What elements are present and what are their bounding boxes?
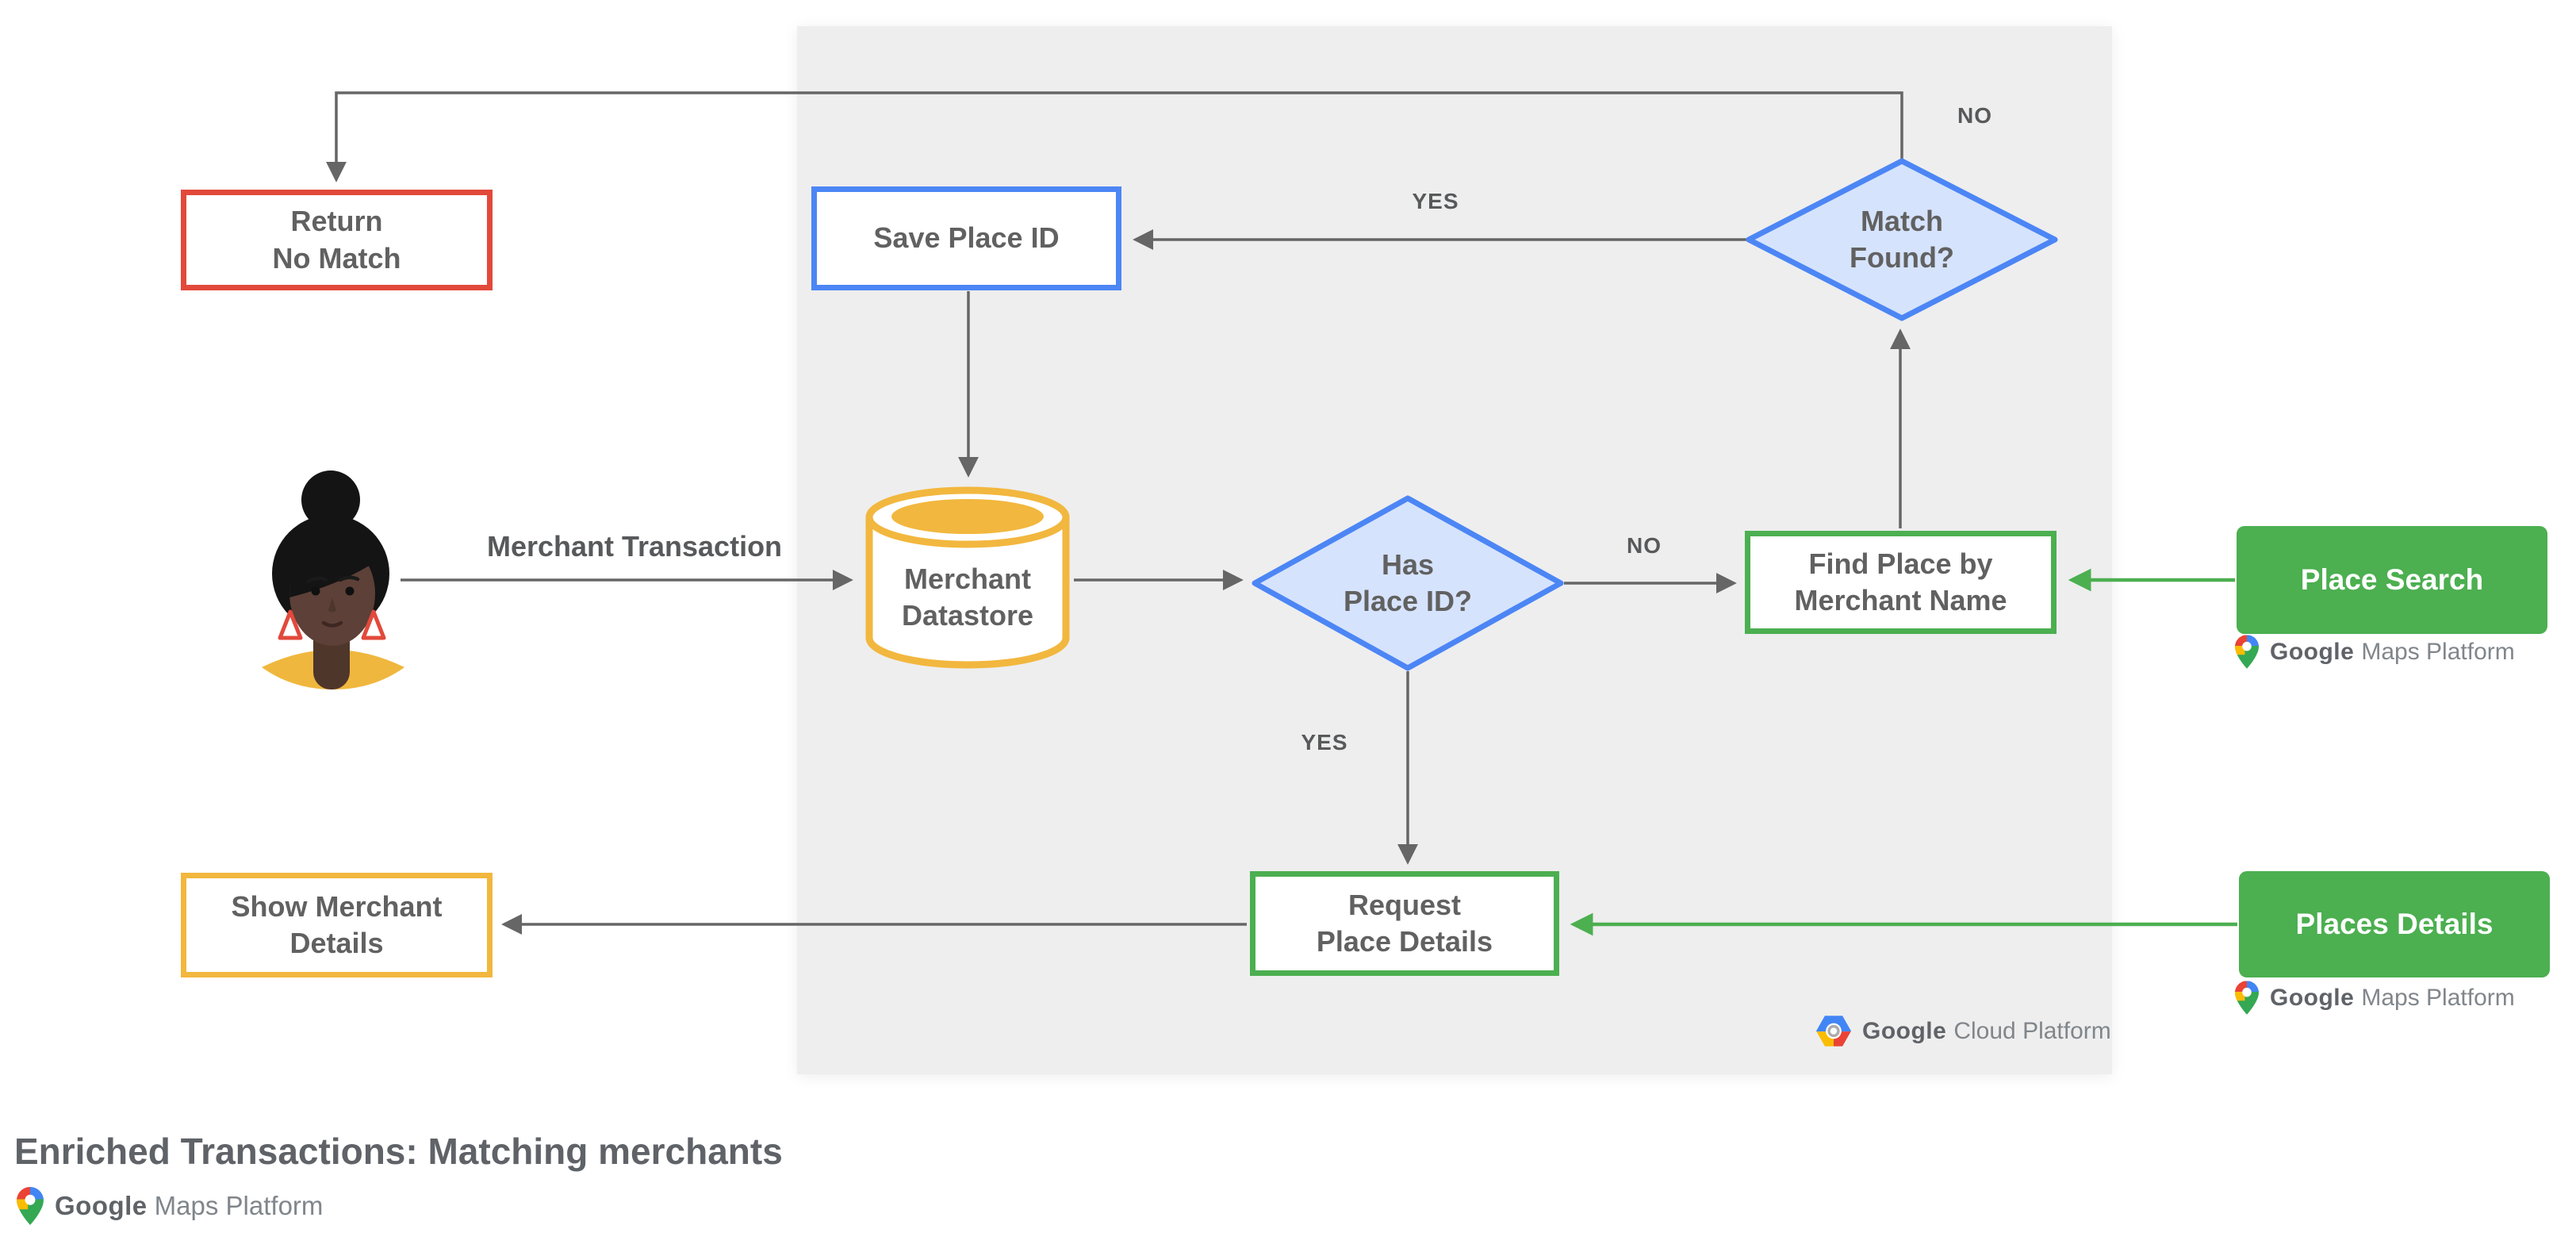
node-show-merchant-details: Show Merchant Details <box>181 873 493 977</box>
label-merchant-transaction: Merchant Transaction <box>486 530 783 563</box>
gmp-google-word: Google <box>2270 638 2355 665</box>
label-has-place-id-no: NO <box>1627 533 1662 558</box>
node-request-place-details: Request Place Details <box>1250 871 1559 976</box>
merchant-customer-avatar <box>262 470 404 689</box>
gcp-google-word: Google <box>1862 1017 1947 1044</box>
node-merchant-datastore-shape <box>865 486 1070 669</box>
gmp-google-word: Google <box>2270 984 2355 1011</box>
gmp-rest-word: Maps Platform <box>154 1191 324 1220</box>
gmp-rest-word: Maps Platform <box>2361 984 2515 1011</box>
node-place-search-api: Place Search <box>2237 526 2547 634</box>
node-return-no-match: Return No Match <box>181 190 493 290</box>
diagram-title: Enriched Transactions: Matching merchant… <box>14 1131 783 1172</box>
gmp-rest-word: Maps Platform <box>2361 638 2515 665</box>
google-maps-pin-icon <box>2235 981 2259 1015</box>
node-places-details-api: Places Details <box>2239 871 2550 977</box>
google-maps-pin-icon <box>2235 635 2259 669</box>
label-has-place-id-yes: YES <box>1301 730 1348 755</box>
node-has-place-id-shape <box>1252 495 1564 671</box>
node-find-place-by-merchant-name: Find Place by Merchant Name <box>1745 531 2057 634</box>
google-cloud-hexagon-icon <box>1816 1016 1851 1047</box>
label-match-found-yes: YES <box>1412 189 1459 213</box>
node-match-found-shape <box>1746 158 2058 321</box>
gcp-rest-word: Cloud Platform <box>1953 1017 2111 1044</box>
label-match-found-no: NO <box>1957 103 1992 128</box>
node-save-place-id: Save Place ID <box>811 186 1121 290</box>
google-maps-pin-icon <box>17 1187 44 1225</box>
gmp-google-word: Google <box>55 1191 148 1220</box>
